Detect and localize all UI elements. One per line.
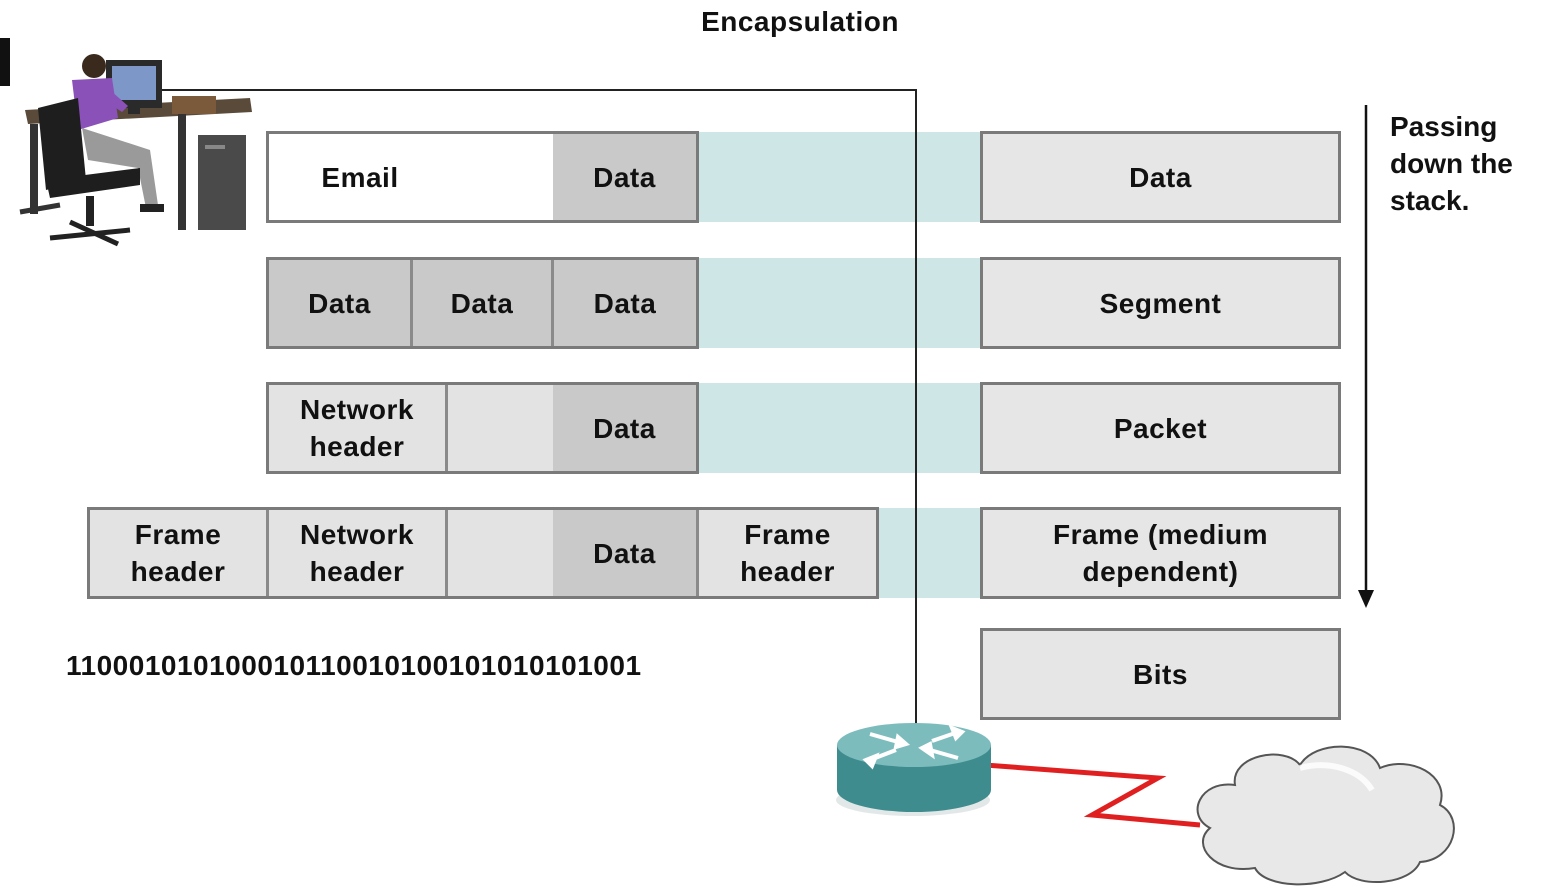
- cloud-icon: [1196, 745, 1455, 886]
- email-data-cell: Data: [553, 134, 696, 220]
- note-line-2: down the: [1390, 148, 1513, 179]
- note-line-1: Passing: [1390, 111, 1498, 142]
- band-row1: [699, 132, 980, 222]
- separator: [696, 510, 699, 596]
- user-at-computer-icon: [19, 54, 252, 247]
- frame-blank-cell: [448, 510, 553, 596]
- passing-down-note: Passing down the stack.: [1390, 108, 1555, 219]
- band-row4: [879, 508, 980, 598]
- layer-packet: Packet: [980, 382, 1341, 474]
- segment-data-cell-3: Data: [554, 260, 696, 346]
- layer-data: Data: [980, 131, 1341, 223]
- separator: [551, 260, 554, 346]
- email-label: Email: [269, 134, 451, 220]
- diagram-title: Encapsulation: [701, 6, 899, 37]
- separator: [266, 510, 269, 596]
- segment-data-cell-1: Data: [269, 260, 410, 346]
- connector-line: [135, 89, 917, 735]
- layer-segment: Segment: [980, 257, 1341, 349]
- frame-header-cell: Frame header: [90, 510, 266, 596]
- separator: [445, 385, 448, 471]
- packet-data-cell: Data: [553, 385, 696, 471]
- note-line-3: stack.: [1390, 185, 1470, 216]
- segment-data-cell-2: Data: [413, 260, 551, 346]
- bits-string: 110001010100010110010100101010101001: [66, 650, 642, 681]
- separator: [445, 510, 448, 596]
- separator: [410, 260, 413, 346]
- down-arrow-head: [1358, 590, 1374, 608]
- serial-link: [984, 762, 1201, 828]
- layer-frame: Frame (medium dependent): [980, 507, 1341, 599]
- frame-network-header: Network header: [269, 510, 445, 596]
- packet-blank-cell: [448, 385, 553, 471]
- edge-fragment: [0, 38, 10, 86]
- band-row3: [699, 383, 980, 473]
- layer-bits: Bits: [980, 628, 1341, 720]
- band-row2: [699, 258, 980, 348]
- frame-data-cell: Data: [553, 510, 696, 596]
- packet-network-header: Network header: [269, 385, 445, 471]
- frame-trailer-cell: Frame header: [699, 510, 876, 596]
- router-icon: [836, 723, 991, 816]
